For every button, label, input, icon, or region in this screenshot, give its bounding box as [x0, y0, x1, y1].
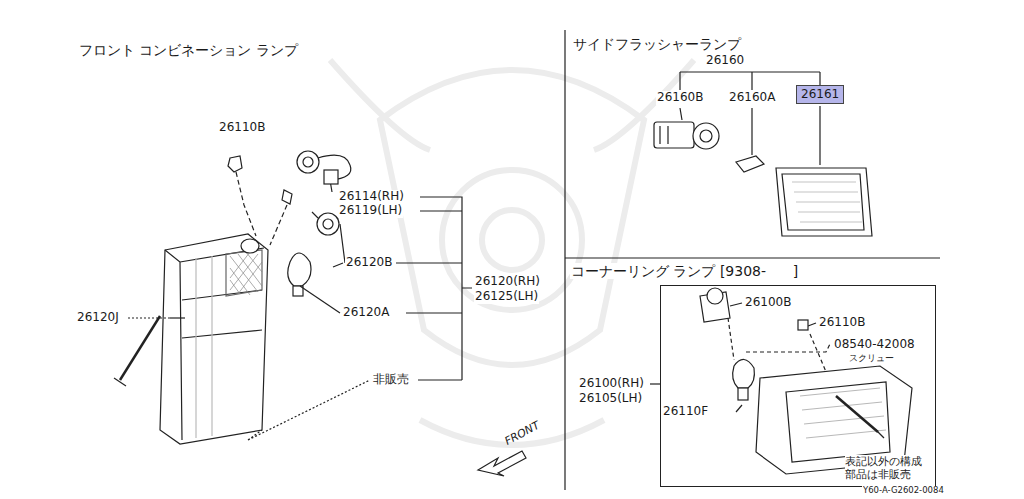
section-title: サイドフラッシャーランプ: [572, 36, 742, 52]
callout-number: 26161: [797, 86, 843, 103]
callout-number: 26100B: [744, 296, 792, 310]
callout-number: 26120(RH): [474, 275, 541, 289]
parts-frame: 表記以外の構成 部品は非販売: [660, 285, 936, 487]
callout-number: 26120A: [342, 306, 390, 320]
callout-number: 26160A: [728, 91, 776, 105]
section-title: コーナーリング ランプ [9308- ]: [570, 263, 799, 279]
callout-number: 26125(LH): [474, 290, 539, 304]
callout-number: 08540-42008: [833, 338, 916, 352]
callout-number: 26105(LH): [578, 392, 643, 406]
callout-number: 26160: [705, 54, 745, 68]
line-art: [114, 30, 940, 490]
callout-number: 26160B: [656, 91, 704, 105]
part-name: スクリュー: [848, 353, 895, 363]
callout-number: 26120B: [345, 256, 393, 270]
highlight-box: 26161: [796, 85, 844, 104]
callout-number: 26110B: [818, 316, 866, 330]
callout-number: 26114(RH): [338, 190, 405, 204]
callout-number: 26110B: [218, 121, 266, 135]
note: 非販売: [372, 373, 410, 387]
drawing-id: Y60-A-G2602-0084: [862, 486, 945, 496]
cornering-lamp-art: [700, 288, 912, 474]
callout-number: 26119(LH): [338, 204, 403, 218]
note: 表記以外の構成 部品は非販売: [845, 455, 931, 483]
callout-number: 26120J: [76, 311, 120, 325]
callout-number: 26100(RH): [578, 377, 645, 391]
callout-number: 26110F: [662, 405, 709, 419]
direction-label: FRONT: [502, 419, 543, 449]
section-title: フロント コンビネーション ランプ: [78, 42, 299, 58]
watermark: [330, 60, 694, 445]
